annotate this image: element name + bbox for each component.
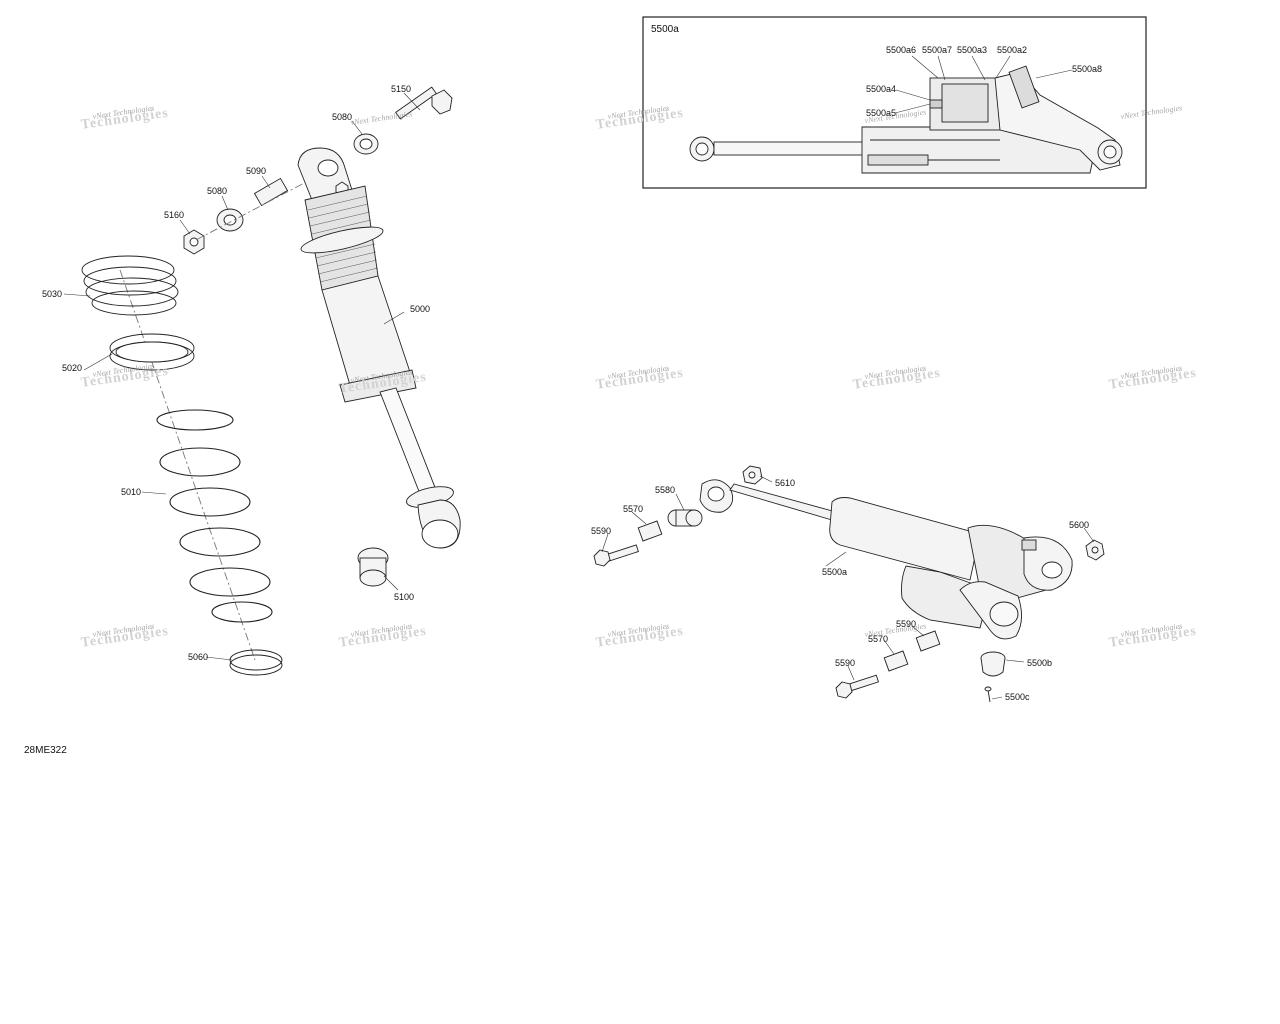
callout-5590-upper: 5590 [591,526,612,536]
axis-line-spring [119,269,256,661]
bushing-5590-lower [915,630,941,652]
callout-5160: 5160 [164,210,185,220]
axis-line-top [195,179,311,241]
bushing-5580 [667,509,703,527]
callout-5060: 5060 [188,652,209,662]
callout-5500a6: 5500a6 [886,45,917,55]
inset-shock-cutaway [689,65,1123,174]
callout-5500c: 5500c [1005,692,1030,702]
callout-5100: 5100 [394,592,415,602]
knob-5500b [980,651,1006,677]
bushing-5090 [253,177,289,207]
inset-frame [642,16,1147,189]
shock-5000 [297,147,461,549]
callout-5600: 5600 [1069,520,1090,530]
adjuster-ring-5020 [109,333,195,371]
callout-5080-left: 5080 [207,186,228,196]
callout-5580: 5580 [655,485,676,495]
bushing-5570-lower [883,650,909,672]
leader-lines [63,55,1095,700]
spring-5010 [156,409,273,623]
callout-5500b: 5500b [1027,658,1053,668]
callout-5000: 5000 [410,304,431,314]
bushing-5080-top [353,133,379,155]
spring-5030 [81,255,179,316]
callout-5590-mid: 5590 [896,619,917,629]
bushing-5570-upper [637,520,663,542]
callout-5570-lower: 5570 [868,634,889,644]
callout-5590-lower: 5590 [835,658,856,668]
callout-5500a5: 5500a5 [866,108,897,118]
ring-5060 [229,649,283,676]
callout-5020: 5020 [62,363,83,373]
callout-5500a2: 5500a2 [997,45,1028,55]
bolt-5150 [395,86,453,120]
callout-5090: 5090 [246,166,267,176]
callout-5500a: 5500a [822,567,848,577]
nut-5610 [742,465,763,485]
callout-5080-top: 5080 [332,112,353,122]
callout-5500a8: 5500a8 [1072,64,1103,74]
nut-5600 [1085,539,1105,561]
bushing-5100 [357,547,389,587]
callout-5500a4: 5500a4 [866,84,897,94]
callout-5030: 5030 [42,289,63,299]
bolt-5590-lower [835,674,880,699]
shock-5500a [699,479,1073,640]
nut-5160 [183,229,205,255]
callout-5150: 5150 [391,84,412,94]
callout-5570-upper: 5570 [623,504,644,514]
inset-title: 5500a [651,24,679,35]
callout-5500a3: 5500a3 [957,45,988,55]
callout-5010: 5010 [121,487,142,497]
screw-5500c [984,686,992,703]
callout-5610: 5610 [775,478,796,488]
callout-5500a7: 5500a7 [922,45,953,55]
bushing-5080-left [216,208,244,232]
bolt-5590-upper [593,544,639,567]
drawing-code: 28ME322 [24,745,67,756]
